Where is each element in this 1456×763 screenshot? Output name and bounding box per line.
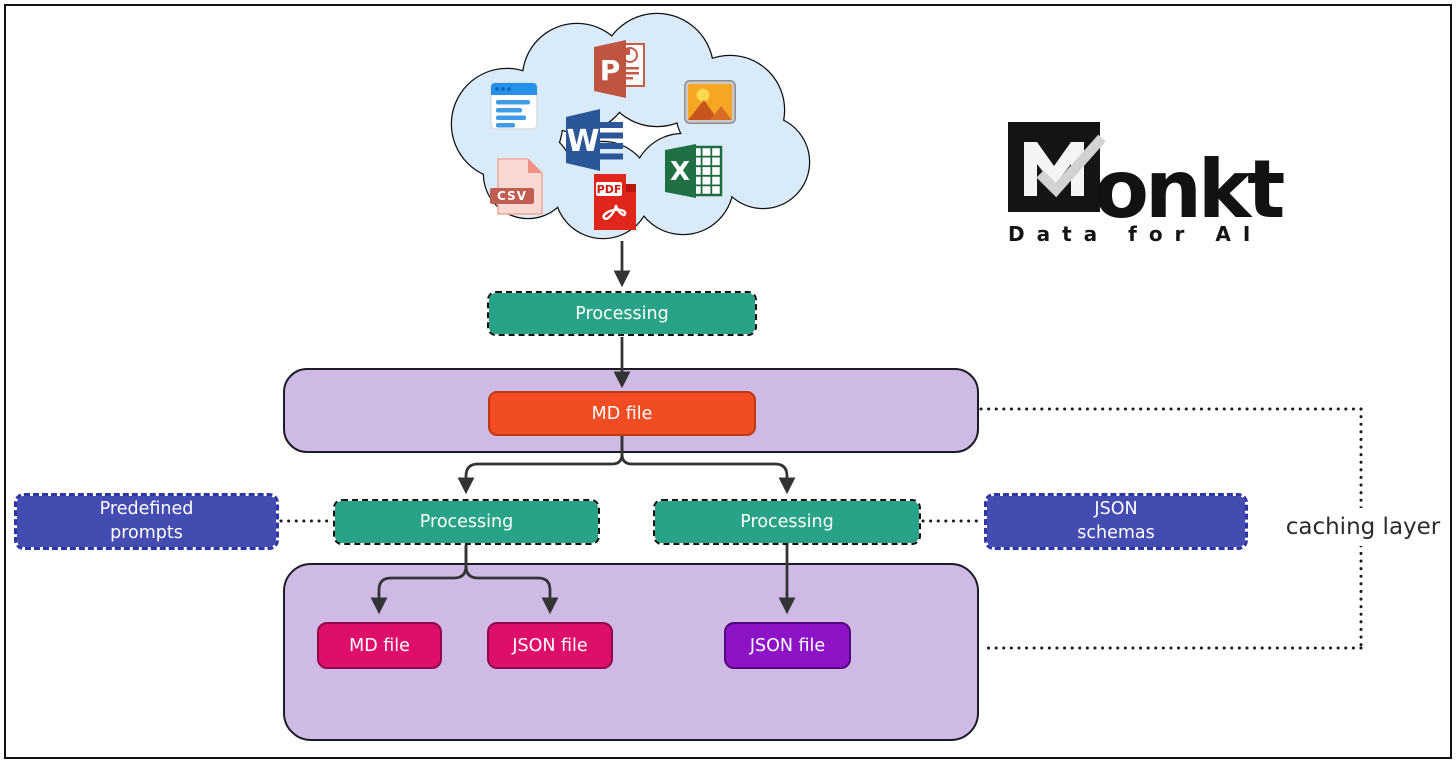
node-processing-top: Processing <box>487 291 757 336</box>
logo-check-shape <box>1036 134 1106 198</box>
word-letter: W <box>566 124 599 159</box>
pdf-icon: PDF <box>594 174 636 230</box>
logo-tagline: Data for AI <box>1008 222 1263 246</box>
node-label: MD file <box>349 635 410 656</box>
node-md-file-main: MD file <box>488 391 756 436</box>
node-label: Processing <box>575 303 669 324</box>
source-formats-cloud: P W <box>450 12 811 240</box>
csv-label: CSV <box>497 189 527 203</box>
logo-m-shape <box>1024 142 1084 196</box>
powerpoint-letter: P <box>600 54 621 87</box>
node-label: MD file <box>591 403 653 424</box>
node-label-line2: prompts <box>110 522 183 543</box>
webpage-icon <box>490 82 538 130</box>
acrobat-swirl <box>602 204 627 220</box>
caching-layer-label: caching layer <box>1278 508 1448 546</box>
node-json-file-output-right: JSON file <box>724 622 851 669</box>
arrow-mdfile-to-processing-right <box>620 436 796 495</box>
excel-icon: X <box>665 144 723 198</box>
arrow-mdfile-to-processing-left <box>457 436 624 495</box>
node-label: Processing <box>740 512 834 532</box>
pdf-label: PDF <box>597 183 622 196</box>
node-label-line1: JSON <box>1094 499 1138 520</box>
powerpoint-icon: P <box>594 40 645 98</box>
image-icon <box>684 80 736 124</box>
node-label: Processing <box>419 512 514 532</box>
node-predefined-prompts: Predefined prompts <box>14 493 279 550</box>
logo-wordmark: onkt <box>1094 143 1285 236</box>
node-label: JSON file <box>512 635 588 656</box>
csv-icon: CSV <box>490 158 543 215</box>
node-label: JSON file <box>749 635 826 656</box>
node-label-line2: schemas <box>1077 522 1155 543</box>
logo-m-mark <box>1008 122 1106 212</box>
node-processing-left: Processing <box>333 499 600 545</box>
node-json-schemas: JSON schemas <box>984 493 1248 550</box>
caching-layer-text: caching layer <box>1285 514 1441 540</box>
node-processing-right: Processing <box>653 499 921 545</box>
arrow-processing-to-jsonfile-left <box>464 545 559 615</box>
node-label-line1: Predefined <box>99 499 194 520</box>
word-icon: W <box>566 109 623 171</box>
monkt-logo: onkt Data for AI <box>1008 122 1308 246</box>
excel-letter: X <box>670 157 690 187</box>
arrow-processing-to-mdfile-out <box>370 545 468 615</box>
node-json-file-output-left: JSON file <box>487 622 613 669</box>
node-md-file-output: MD file <box>317 622 442 669</box>
